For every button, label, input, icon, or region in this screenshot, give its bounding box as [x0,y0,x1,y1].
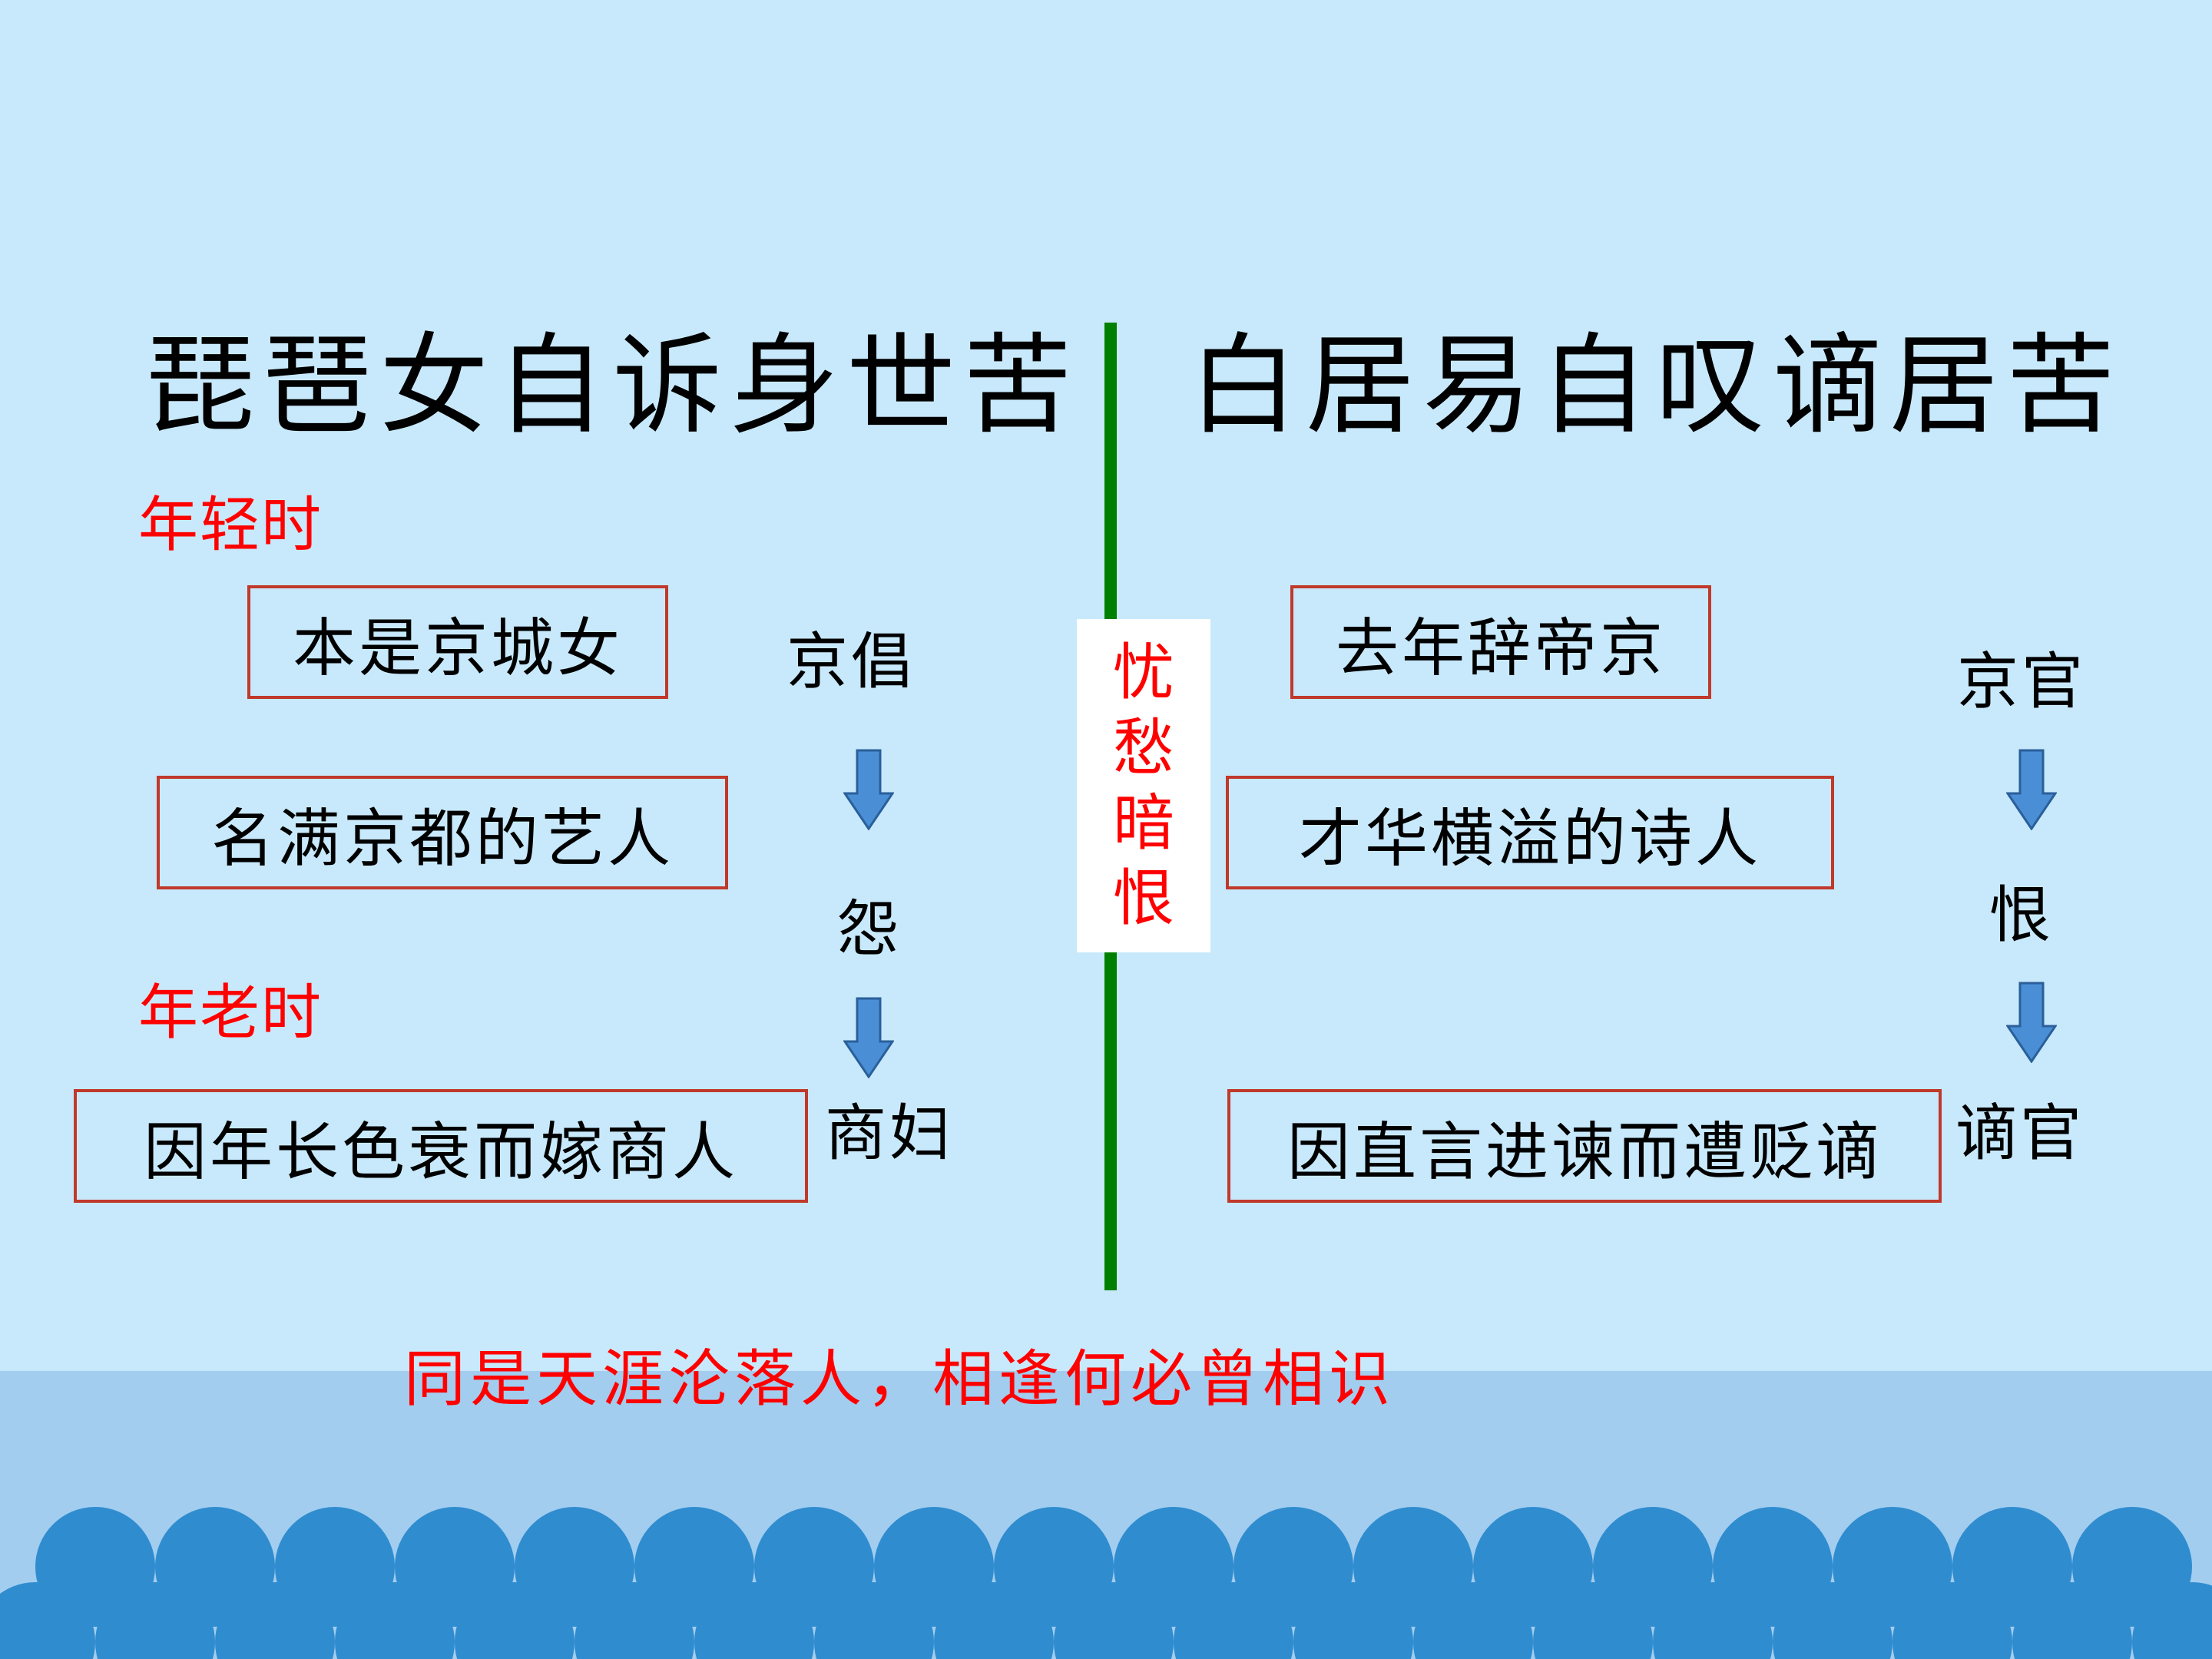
bottom-quote: 同是天涯沦落人，相逢何必曾相识 [404,1343,1395,1415]
old-label: 年老时 [138,979,323,1048]
right-side-top: 京官 [1957,646,2086,717]
right-box-1: 去年辞帝京 [1290,585,1711,699]
left-box-2: 名满京都的艺人 [157,776,728,889]
right-side-middle: 恨 [1989,879,2054,951]
young-label: 年轻时 [138,491,323,560]
down-arrow-icon [843,997,894,1078]
right-box-3: 因直言进谏而遭贬谪 [1227,1089,1942,1203]
right-box-2: 才华横溢的诗人 [1226,776,1834,889]
left-side-top: 京倡 [786,626,916,697]
center-char: 恨 [1113,863,1174,934]
left-heading: 琵琶女自诉身世苦 [146,323,1080,449]
center-char: 忧 [1113,637,1174,708]
center-char: 暗 [1113,787,1174,859]
left-box-1: 本是京城女 [247,585,668,699]
left-side-middle: 怨 [837,893,902,965]
left-box-3: 因年长色衰而嫁商人 [74,1089,808,1203]
down-arrow-icon [2006,749,2057,830]
down-arrow-icon [843,749,894,830]
right-heading: 白居易自叹谪居苦 [1189,323,2123,449]
left-side-bottom: 商妇 [825,1098,954,1169]
center-char: 愁 [1113,712,1174,783]
right-side-bottom: 谪官 [1955,1098,2085,1169]
wave-decoration [0,1507,2212,1659]
down-arrow-icon [2006,982,2057,1063]
center-label-box: 忧 愁 暗 恨 [1077,619,1210,952]
